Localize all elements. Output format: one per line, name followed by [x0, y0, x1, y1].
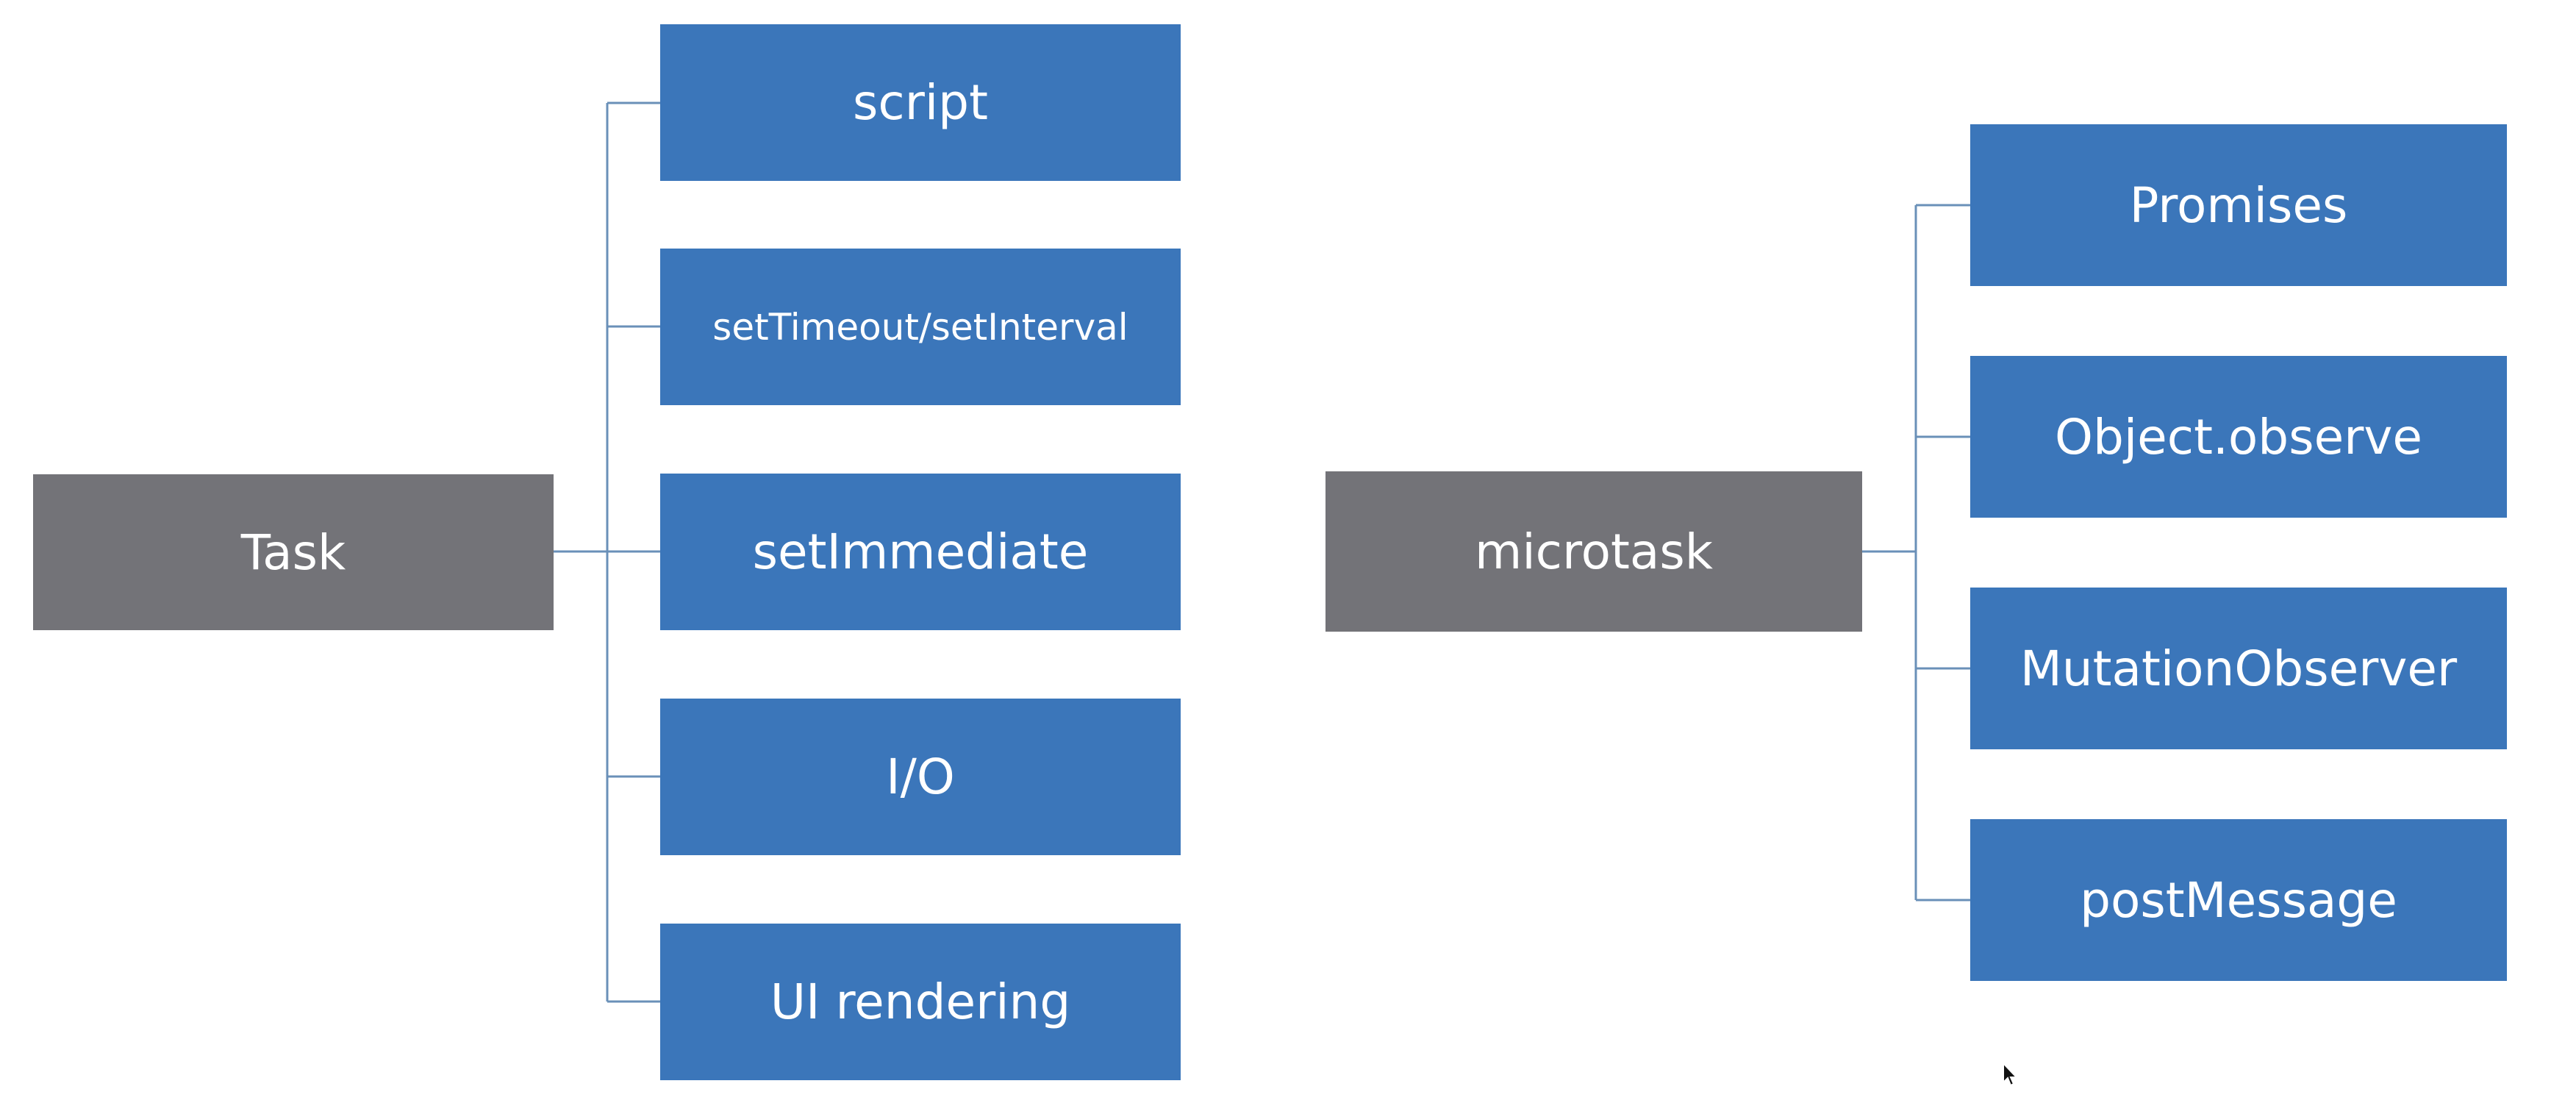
mouse-pointer-icon [2003, 1062, 2019, 1087]
microtask-child-label: postMessage [2080, 871, 2397, 929]
task-child-label: UI rendering [770, 974, 1071, 1030]
microtask-child-object-observe: Object.observe [1970, 356, 2507, 518]
task-box: Task [33, 474, 554, 630]
microtask-child-label: Promises [2129, 176, 2348, 234]
microtask-child-label: MutationObserver [2019, 640, 2458, 697]
task-child-label: setTimeout/setInterval [712, 305, 1128, 349]
microtask-child-label: Object.observe [2055, 408, 2422, 465]
task-child-settimeout: setTimeout/setInterval [660, 249, 1181, 405]
task-child-script: script [660, 24, 1181, 181]
task-child-setimmediate: setImmediate [660, 474, 1181, 630]
task-child-label: setImmediate [752, 524, 1089, 580]
task-child-io: I/O [660, 699, 1181, 855]
task-label: Task [240, 524, 346, 581]
microtask-child-mutationobserver: MutationObserver [1970, 588, 2507, 749]
task-child-label: script [853, 74, 988, 131]
microtask-box: microtask [1325, 471, 1862, 632]
task-child-ui-rendering: UI rendering [660, 924, 1181, 1080]
microtask-child-promises: Promises [1970, 124, 2507, 286]
microtask-child-postmessage: postMessage [1970, 819, 2507, 981]
microtask-label: microtask [1475, 523, 1713, 580]
task-child-label: I/O [886, 749, 955, 805]
